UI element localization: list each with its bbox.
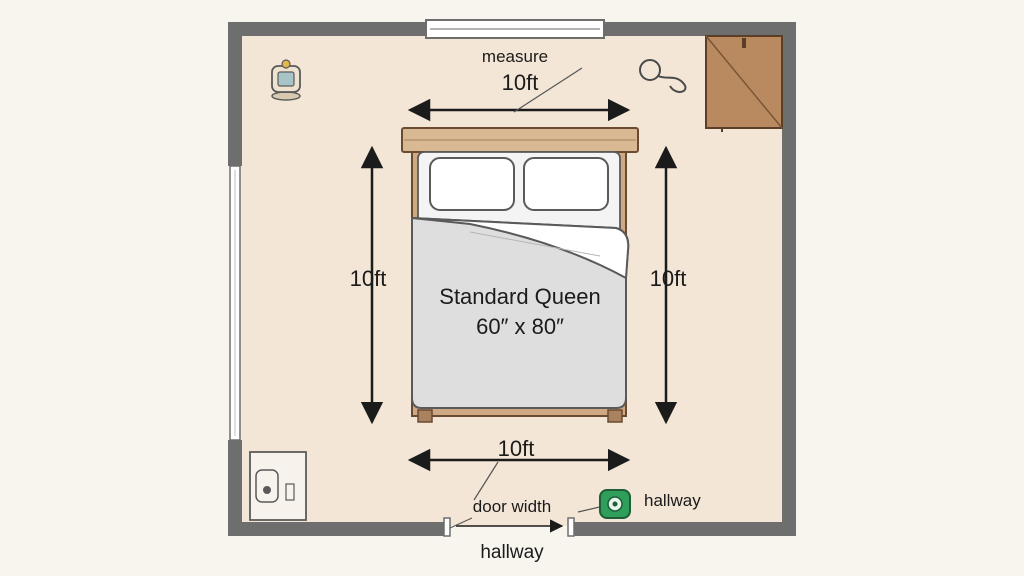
wall-top-left xyxy=(228,22,428,36)
door-jamb-right xyxy=(567,517,575,537)
blanket-fold xyxy=(411,217,630,280)
measure-label: measure xyxy=(482,47,548,66)
door-pointer xyxy=(449,517,473,529)
wall-left-upper xyxy=(228,22,242,166)
left-height-label: 10ft xyxy=(350,266,387,291)
tape-measure-icon xyxy=(577,489,631,519)
pillow-right xyxy=(523,157,609,211)
wardrobe-icon xyxy=(705,35,783,132)
bottom-pointer xyxy=(473,461,499,501)
top-width-label: 10ft xyxy=(502,70,539,95)
wall-left-lower xyxy=(228,440,242,536)
nightstand-icon xyxy=(249,451,307,521)
wall-right xyxy=(782,22,796,536)
queen-bed xyxy=(401,127,639,423)
hallway-bottom-label: hallway xyxy=(480,542,544,563)
pillow-left xyxy=(429,157,515,211)
left-opening xyxy=(229,165,241,441)
wall-bottom-right xyxy=(572,522,796,536)
bed-size-label: 60″ x 80″ xyxy=(476,314,564,339)
rope-icon xyxy=(639,59,687,93)
door-width-label: door width xyxy=(473,497,551,516)
room-walls xyxy=(228,22,796,536)
wall-bottom-left xyxy=(228,522,446,536)
bottom-width-label: 10ft xyxy=(498,436,535,461)
window xyxy=(425,19,605,39)
wall-top-right xyxy=(602,22,796,36)
right-height-label: 10ft xyxy=(650,266,687,291)
hallway-right-label: hallway xyxy=(644,491,701,510)
lamp-icon xyxy=(271,59,301,101)
bed-name-label: Standard Queen xyxy=(439,284,600,309)
door-jamb-left xyxy=(443,517,451,537)
measure-pointer xyxy=(513,67,583,113)
